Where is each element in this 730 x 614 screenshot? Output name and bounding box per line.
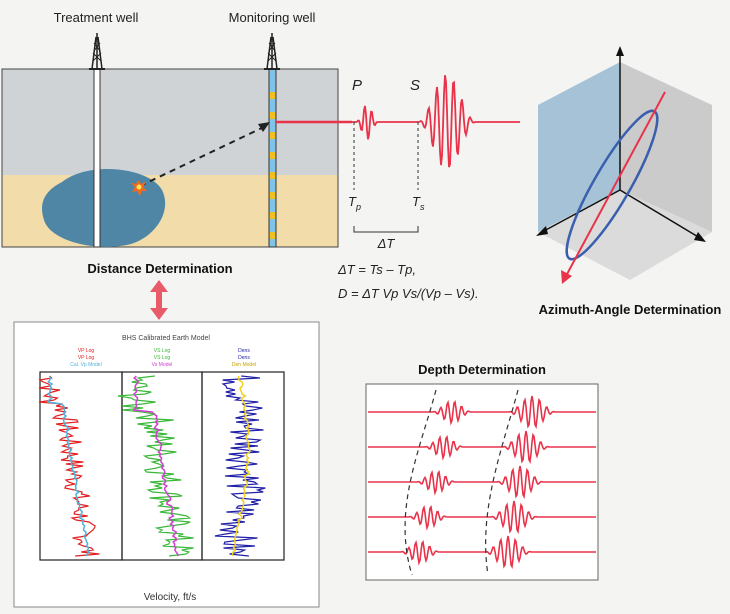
log-curve xyxy=(231,375,251,557)
delta-t-bracket xyxy=(353,226,419,233)
log-x-axis-label: Velocity, ft/s xyxy=(144,592,197,603)
log-legend-3c: Den Model xyxy=(232,362,256,368)
depth-traces xyxy=(368,395,596,570)
log-legend-1a: VP Log xyxy=(78,348,95,354)
log-legend-3b: Dens xyxy=(238,355,250,361)
derrick-icon xyxy=(264,33,280,70)
log-curves xyxy=(38,375,266,557)
log-title: BHS Calibrated Earth Model xyxy=(122,335,210,342)
ray-arrowhead xyxy=(258,122,270,132)
section-border xyxy=(1,68,339,248)
log-legend-3a: Dens xyxy=(238,348,250,354)
log-curve xyxy=(132,375,179,557)
geophone-array xyxy=(270,92,275,239)
log-curve xyxy=(46,375,90,557)
depth-trace xyxy=(368,465,596,500)
s-moveout-curve xyxy=(485,389,519,576)
log-track-3 xyxy=(201,371,285,561)
log-legend-1c: Cal. Vp Model xyxy=(70,362,101,368)
cube-face-left xyxy=(538,62,620,232)
depth-trace xyxy=(368,395,596,430)
equation-distance: D = ΔT Vp Vs/(Vp – Vs). xyxy=(338,286,479,301)
equation-delta-t: ΔT = Ts – Tp, xyxy=(337,262,416,277)
log-legend-1b: VP Log xyxy=(78,355,95,361)
azimuth-cube xyxy=(536,46,712,284)
log-legend-2b: VS Log xyxy=(154,355,171,361)
cube-face-right xyxy=(620,62,712,232)
log-legend-2c: Vs Model xyxy=(152,362,173,368)
well-log-panel: BHS Calibrated Earth Model VP Log VP Log… xyxy=(13,321,320,608)
depth-determination-label: Depth Determination xyxy=(418,362,546,377)
p-moveout-curve xyxy=(404,389,437,576)
cube-face-bottom xyxy=(538,190,712,280)
monitoring-well-label: Monitoring well xyxy=(229,10,316,25)
distance-determination-label: Distance Determination xyxy=(87,261,232,276)
depth-trace xyxy=(368,500,596,535)
azimuth-angle-label: Azimuth-Angle Determination xyxy=(539,302,722,317)
ts-label: Ts xyxy=(412,194,425,212)
s-wave-label: S xyxy=(410,77,420,94)
ray-path xyxy=(139,125,267,187)
log-curve xyxy=(38,375,100,557)
tp-label: Tp xyxy=(348,194,361,212)
treatment-well-bore xyxy=(93,68,101,248)
derrick-icon xyxy=(89,33,105,70)
ps-waveform xyxy=(352,75,520,168)
treatment-well-label: Treatment well xyxy=(54,10,139,25)
double-arrow-icon xyxy=(150,280,168,320)
log-legend-2a: VS Log xyxy=(154,348,171,354)
depth-trace xyxy=(368,430,596,465)
microseismic-event-icon xyxy=(131,180,147,196)
earth-cross-section xyxy=(1,68,339,248)
p-wave-label: P xyxy=(352,77,362,94)
azimuth-vector xyxy=(565,91,666,277)
depth-trace xyxy=(368,535,596,570)
depth-panel xyxy=(365,383,599,581)
delta-t-label: ΔT xyxy=(377,236,396,251)
